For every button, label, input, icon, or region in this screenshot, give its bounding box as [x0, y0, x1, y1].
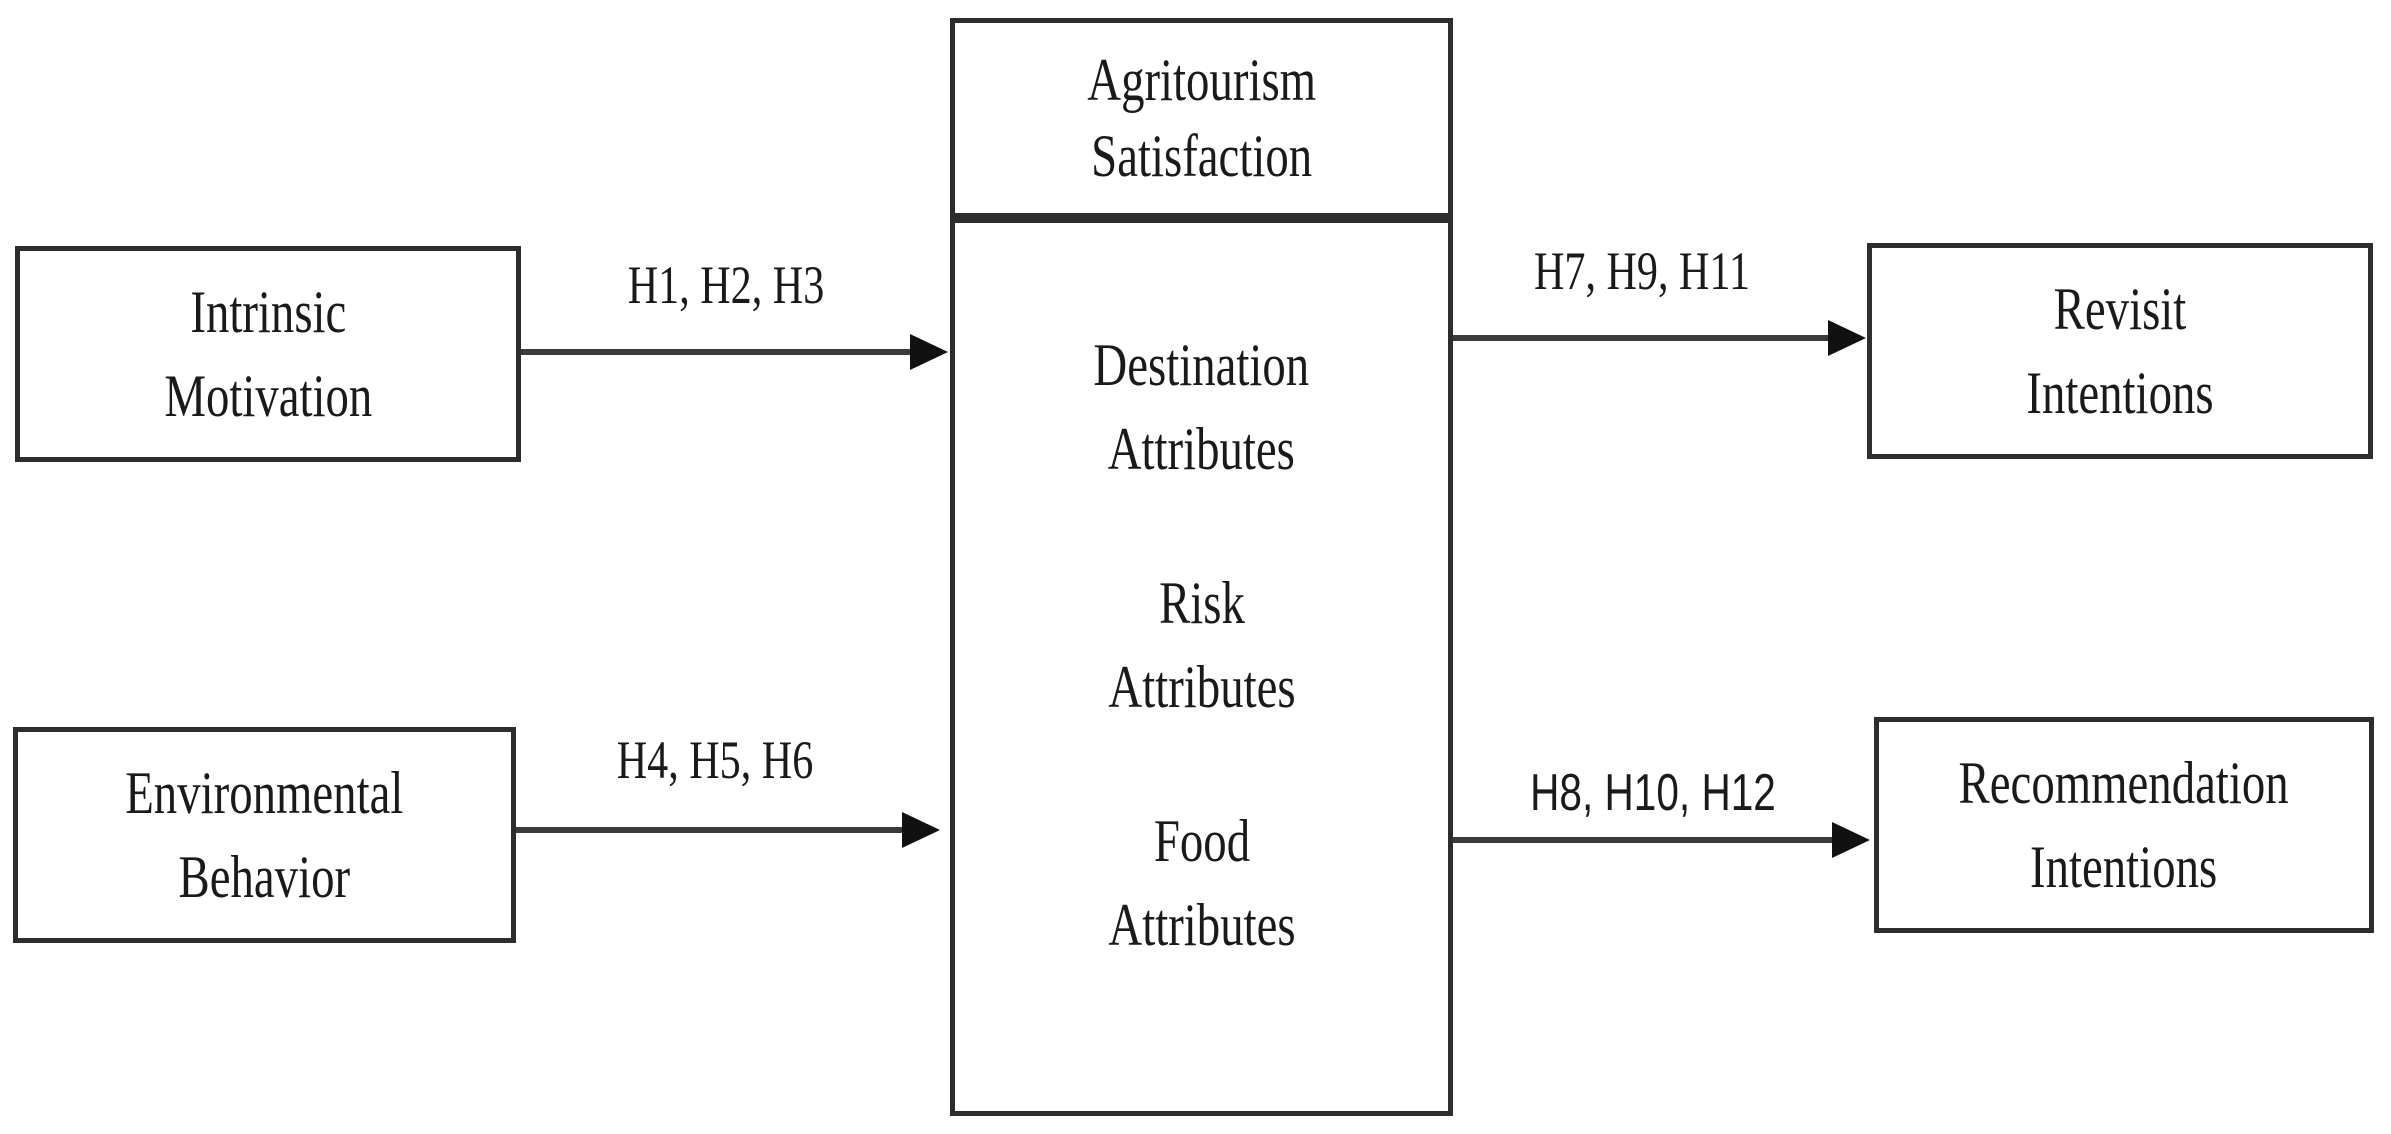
edge-label-h7-h9-h11: H7, H9, H11 [1533, 241, 1751, 301]
arrow-h1-h2-h3 [521, 334, 948, 370]
arrow-h7-h9-h11 [1453, 320, 1866, 356]
arrow-h4-h5-h6 [516, 812, 940, 848]
node-revisit-intentions: Revisit Intentions [1867, 243, 2373, 459]
node-agritourism-satisfaction-body: Destination Attributes Risk Attributes F… [950, 218, 1453, 1116]
edge-label-h4-h5-h6: H4, H5, H6 [616, 730, 814, 790]
node-environmental-behavior-label: Environmental Behavior [125, 760, 404, 910]
satisfaction-item-food-attributes: Food Attributes [1107, 808, 1296, 958]
node-environmental-behavior: Environmental Behavior [13, 727, 516, 943]
node-agritourism-satisfaction-header: Agritourism Satisfaction [950, 18, 1453, 218]
satisfaction-item-risk-attributes: Risk Attributes [1107, 570, 1296, 720]
satisfaction-item-destination-attributes: Destination Attributes [1093, 332, 1310, 482]
node-recommendation-intentions: Recommendation Intentions [1874, 717, 2374, 933]
edge-label-h1-h2-h3: H1, H2, H3 [627, 255, 825, 315]
node-intrinsic-motivation: Intrinsic Motivation [15, 246, 521, 462]
edge-label-h8-h10-h12: H8, H10, H12 [1530, 764, 1776, 822]
node-agritourism-satisfaction-title: Agritourism Satisfaction [1087, 47, 1316, 189]
node-intrinsic-motivation-label: Intrinsic Motivation [163, 279, 372, 429]
node-revisit-intentions-label: Revisit Intentions [2026, 276, 2214, 426]
node-recommendation-intentions-label: Recommendation Intentions [1958, 750, 2290, 900]
